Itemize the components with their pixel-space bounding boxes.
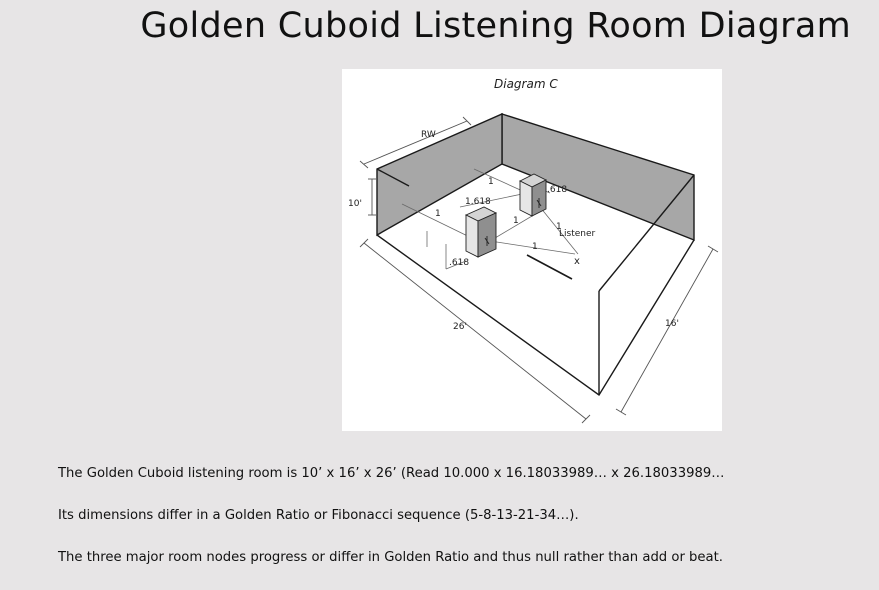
- front-wall-top-edge: [598, 174, 695, 292]
- diagram-caption: Diagram C: [494, 77, 558, 91]
- rw-tick-right: [462, 116, 472, 126]
- room-diagram: RW 10' 26' 16': [342, 69, 722, 431]
- listener-stub: [526, 254, 573, 280]
- left-speaker: [464, 206, 498, 258]
- width-tick-end: [707, 245, 719, 253]
- right-speaker: [518, 173, 548, 217]
- room-diagram-drawing: RW 10' 26' 16': [348, 77, 719, 424]
- listener-label: Listener: [559, 229, 596, 239]
- distance-one-label-c: 1: [513, 216, 519, 226]
- ratio-618-right-label: .618: [547, 185, 567, 195]
- width-tick-start: [615, 408, 627, 416]
- description-line: The three major room nodes progress or d…: [58, 550, 723, 565]
- description-line: The Golden Cuboid listening room is 10’ …: [58, 466, 725, 481]
- distance-one-label-d: 1: [556, 222, 562, 232]
- width-dimension-line: [620, 248, 714, 413]
- length-dimension-line: [363, 242, 587, 420]
- rw-label: RW: [421, 130, 436, 140]
- ratio-1618-label: 1.618: [465, 197, 491, 207]
- rw-tick-left: [359, 160, 369, 169]
- length-tick-start: [359, 238, 369, 248]
- rw-dimension-line: [363, 120, 468, 165]
- distance-one-label-e: 1: [532, 242, 538, 252]
- length-tick-end: [581, 414, 591, 424]
- description-line: Its dimensions differ in a Golden Ratio …: [58, 508, 579, 523]
- left-wall: [376, 112, 503, 237]
- width-label: 16': [665, 319, 679, 329]
- listener-mark: x: [574, 256, 580, 267]
- ratio-618-left-label: .618: [449, 258, 469, 268]
- distance-one-label-a: 1: [488, 177, 494, 187]
- length-label: 26': [453, 322, 467, 332]
- page-title: Golden Cuboid Listening Room Diagram: [140, 6, 851, 46]
- description-list: The Golden Cuboid listening room is 10’ …: [58, 464, 858, 590]
- left-wall-edge-stub: [376, 168, 410, 187]
- distance-one-label-b: 1: [435, 209, 441, 219]
- height-label: 10': [348, 199, 362, 209]
